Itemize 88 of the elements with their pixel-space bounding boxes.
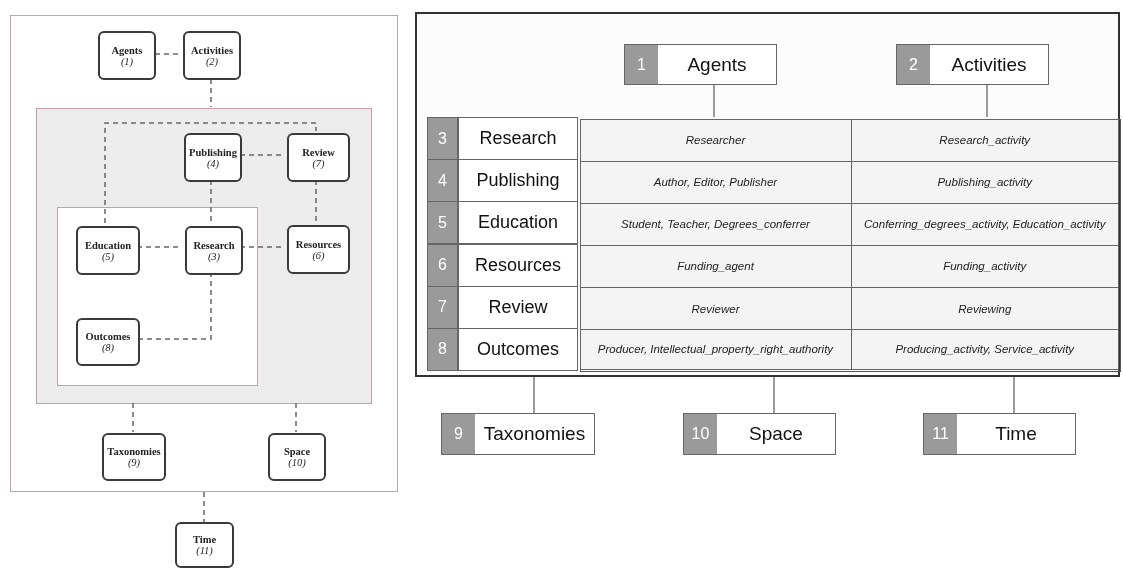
header-box [441, 413, 595, 455]
row-number-cell: 5 [427, 201, 458, 245]
node-title: Time [994, 422, 1038, 446]
node-title: Education [84, 239, 132, 251]
row-number-cell: 7 [427, 285, 458, 329]
connector-line [533, 376, 535, 414]
agent-cell: Student, Teacher, Degrees_conferrer [579, 202, 852, 246]
number-badge: 1 [625, 45, 658, 84]
node-number: (5) [101, 250, 115, 262]
node-title: Resources [295, 238, 342, 250]
node-number: (10) [288, 457, 306, 468]
node-title: Activities [950, 52, 1028, 77]
dashed-connector [315, 179, 317, 224]
rounded-box [76, 318, 140, 366]
dashed-connector [203, 491, 205, 523]
row-number-cell: 3 [427, 117, 458, 161]
node-title: Taxonomies [107, 446, 161, 457]
connector-line [986, 82, 988, 118]
rounded-box [175, 522, 234, 568]
node-number: (11) [196, 545, 213, 556]
row-number-cell: 8 [427, 327, 458, 371]
node-number: (7) [312, 157, 325, 169]
number-badge: 11 [924, 414, 957, 454]
row-number-cell: 4 [427, 159, 458, 203]
node-title: Outcomes [85, 331, 131, 342]
activity-cell: Funding_activity [850, 245, 1119, 289]
number-badge: 9 [442, 414, 475, 454]
dashed-connector [210, 78, 212, 108]
node-title: Space [283, 446, 311, 457]
row-number-cell: 6 [427, 243, 458, 287]
connector-line [1013, 376, 1015, 414]
agent-cell: Reviewer [579, 287, 852, 331]
connector-line [713, 82, 715, 118]
activity-cell: Conferring_degrees_activity, Education_activity [850, 202, 1119, 246]
node-title: Agents [686, 52, 748, 77]
node-number: (6) [312, 249, 325, 261]
activity-cell: Producing_activity, Service_activity [850, 329, 1119, 370]
node-number: (8) [101, 342, 115, 353]
rounded-box [268, 433, 326, 481]
node-number: (2) [205, 55, 219, 67]
header-box [896, 44, 1049, 85]
dashed-connector [210, 179, 212, 224]
rounded-box [102, 433, 166, 481]
activity-cell: Reviewing [850, 287, 1119, 331]
node-number: (4) [206, 157, 220, 169]
node-title: Review [302, 146, 335, 158]
category-cell: Resources [458, 243, 578, 287]
node-number: (1) [120, 55, 134, 67]
agent-cell: Author, Editor, Publisher [579, 160, 852, 204]
dashed-connector [295, 402, 297, 433]
node-title: Activities [191, 44, 233, 56]
rounded-box [185, 226, 243, 275]
connector-line [773, 376, 775, 414]
agent-cell: Producer, Intellectual_property_right_authority [579, 329, 852, 370]
dashed-connector [132, 402, 134, 433]
agent-cell: Researcher [579, 118, 852, 162]
inner-frame [57, 207, 258, 386]
group-frame [10, 15, 398, 492]
number-badge: 10 [684, 414, 717, 454]
category-cell: Review [458, 285, 578, 329]
category-cell: Publishing [458, 159, 578, 203]
category-cell: Education [458, 201, 578, 245]
node-title: Taxonomies [482, 422, 587, 446]
rounded-box [76, 226, 140, 275]
node-title: Time [192, 534, 217, 545]
agent-cell: Funding_agent [579, 245, 852, 289]
node-number: (3) [207, 250, 221, 262]
node-title: Research [193, 239, 235, 251]
rounded-box [98, 31, 156, 80]
header-box [923, 413, 1076, 455]
rounded-box [184, 133, 242, 182]
category-cell: Research [458, 117, 578, 161]
rounded-box [287, 133, 350, 182]
header-box [624, 44, 777, 85]
node-title: Space [748, 422, 804, 446]
table-grid [580, 119, 1121, 372]
category-cell: Outcomes [458, 327, 578, 371]
node-title: Publishing [189, 146, 237, 158]
rounded-box [183, 31, 241, 80]
node-title: Agents [111, 44, 143, 56]
node-number: (9) [127, 457, 141, 468]
header-box [683, 413, 836, 455]
rounded-box [287, 225, 350, 274]
activity-cell: Publishing_activity [850, 160, 1119, 204]
dashed-connector [104, 122, 317, 224]
activity-cell: Research_activity [850, 118, 1119, 162]
shaded-panel [36, 108, 372, 404]
number-badge: 2 [897, 45, 930, 84]
